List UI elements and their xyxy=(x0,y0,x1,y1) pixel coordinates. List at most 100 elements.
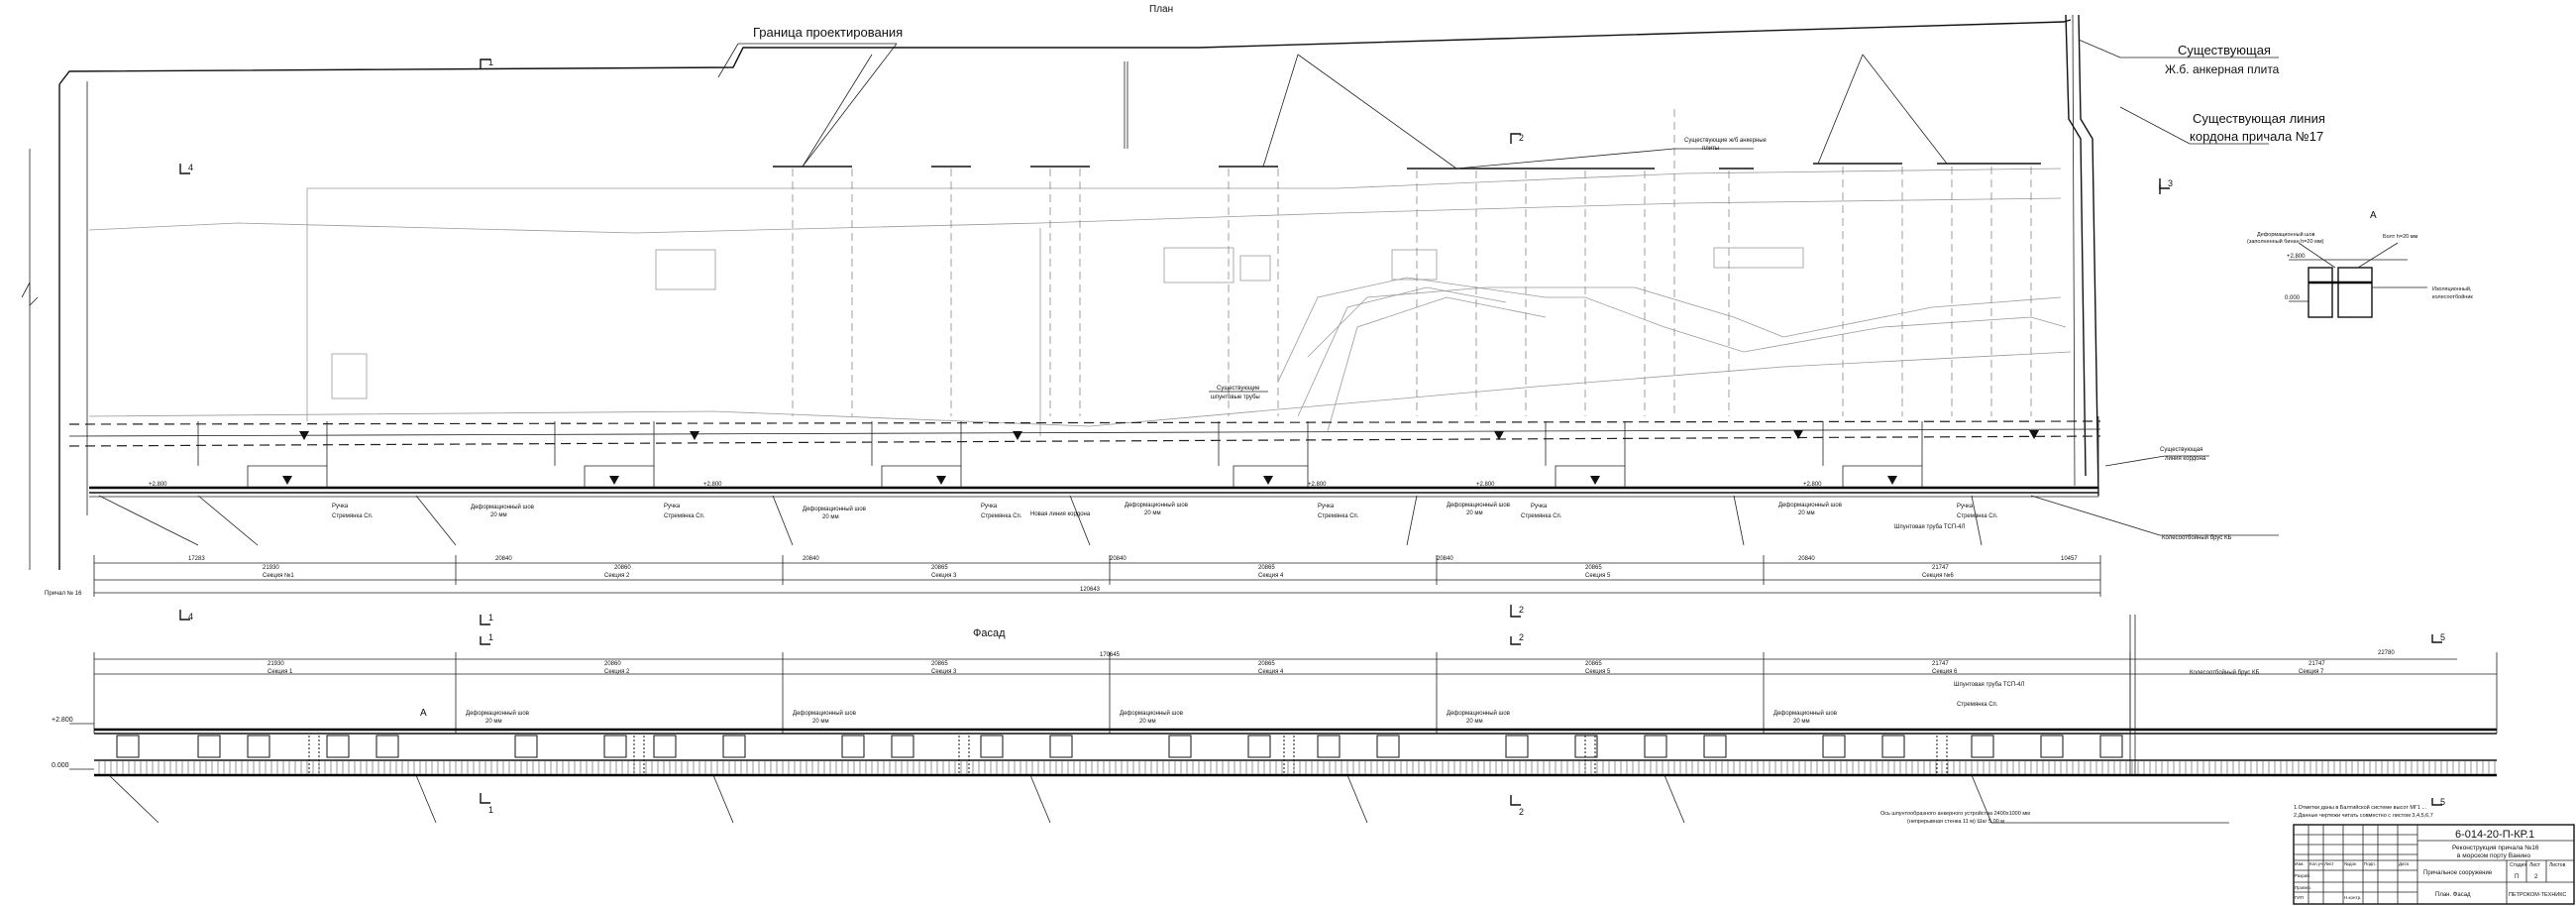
plan-section-2: Секция 2 xyxy=(604,573,630,579)
stamp-row-5: Дата xyxy=(2399,861,2409,866)
facade-structure xyxy=(69,615,2497,824)
fender-block xyxy=(891,735,914,758)
facade-fenders xyxy=(116,735,2123,758)
stamp-role-3: Н.контр. xyxy=(2344,895,2361,900)
plan-dim-21930: 21930 xyxy=(263,565,279,571)
stamp-role-2: ГИП xyxy=(2295,895,2304,900)
callout-existing-anchor-1: Существующая xyxy=(2178,43,2271,57)
fender-block xyxy=(2040,735,2064,758)
fender-block xyxy=(653,735,677,758)
cut-mark-2-facade: 2 xyxy=(1519,632,1524,642)
plan-section-4: Секция 4 xyxy=(1258,573,1284,579)
plan-dim-20840-d: 20840 xyxy=(1437,556,1453,562)
bollard-icons xyxy=(282,430,2039,485)
facade-section-6: Секция 6 xyxy=(1932,669,1958,675)
facade-dim-22780: 22780 xyxy=(2378,650,2395,656)
joint-label-plan-4: Деформационный шов xyxy=(1447,502,1510,509)
ladder-label-2: Стремянка Сп. xyxy=(664,513,705,519)
plan-section-3: Секция 3 xyxy=(931,573,957,579)
fender-block xyxy=(197,735,221,758)
fender-block xyxy=(1822,735,1846,758)
fixing-label-1: Ручка xyxy=(332,504,349,510)
facade-section-7: Секция 7 xyxy=(2299,669,2324,675)
callout-fender-facade: Колесоотбойный брус КБ xyxy=(2190,669,2259,676)
stamp-stage-label: Стадия xyxy=(2510,862,2526,868)
cut-mark-5-bottom: 5 xyxy=(2440,797,2445,807)
bollard-icon xyxy=(690,431,699,440)
bollard-icon xyxy=(1013,431,1022,440)
fixing-label-5: Ручка xyxy=(1531,504,1548,510)
ladder-label-3: Стремянка Сп. xyxy=(981,513,1022,519)
stamp-sheet-label: Лист xyxy=(2529,862,2541,868)
general-note-1: 1.Отметки даны в Балтийской системе высо… xyxy=(2294,804,2427,811)
cut-mark-1-mid: 1 xyxy=(488,613,493,623)
callout-new-cordon: Новая линия кордона xyxy=(1030,511,1091,517)
stamp-section-title: Причальное сооружение xyxy=(2423,870,2493,876)
design-boundary-outline xyxy=(21,14,2099,570)
fender-block xyxy=(1376,735,1400,758)
level-top-plan-1: +2.800 xyxy=(149,482,167,488)
fender-block xyxy=(603,735,627,758)
joint-label-facade-2: Деформационный шов xyxy=(793,710,856,717)
joint-label-facade-5: Деформационный шов xyxy=(1773,710,1837,717)
detail-a xyxy=(2289,242,2427,318)
title-block xyxy=(2293,824,2575,905)
bollard-icon xyxy=(1793,430,1803,439)
plan-leaders xyxy=(717,39,2279,467)
fender-block xyxy=(1881,735,1905,758)
detail-bolt: Болт h=20 мм xyxy=(2383,234,2418,240)
cut-mark-1-top: 1 xyxy=(488,57,493,67)
stamp-row-3: №док xyxy=(2344,861,2356,866)
facade-section-1: Секция 1 xyxy=(268,669,293,675)
stamp-code: 6-014-20-П-КР.1 xyxy=(2455,829,2534,841)
cut-mark-3: 3 xyxy=(2168,178,2173,188)
plan-section-5: Секция 5 xyxy=(1585,573,1611,579)
pile-hatch xyxy=(98,761,2496,774)
fender-block xyxy=(514,735,538,758)
stamp-project-1: Реконструкция причала №16 xyxy=(2452,845,2539,851)
facade-note-1: Ось шпунтообразного анкерного устройства… xyxy=(1880,810,2030,817)
joint-width-plan-4: 20 мм xyxy=(1466,510,1483,516)
joint-width-facade-1: 20 мм xyxy=(485,719,502,725)
fixing-label-6: Ручка xyxy=(1957,504,1974,510)
bollard-icon xyxy=(1494,431,1504,440)
plan-dim-20840-c: 20840 xyxy=(1110,556,1127,562)
detail-a-title: А xyxy=(2370,210,2377,221)
facade-section-4: Секция 4 xyxy=(1258,669,1284,675)
cut-mark-2-mid: 2 xyxy=(1519,605,1524,615)
joint-label-facade-4: Деформационный шов xyxy=(1447,710,1510,717)
cut-mark-4-top: 4 xyxy=(188,163,193,172)
callout-existing-cordon-1: Существующая xyxy=(2160,447,2202,453)
plan-dim-20860-a: 20860 xyxy=(614,565,631,571)
joint-width-facade-4: 20 мм xyxy=(1466,719,1483,725)
ladder-label-6: Стремянка Сп. xyxy=(1957,513,1998,519)
bollard-icon xyxy=(609,476,619,485)
fender-block xyxy=(722,735,746,758)
callout-existing-cordon-2: линия кордона xyxy=(2165,456,2206,462)
joint-label-plan-5: Деформационный шов xyxy=(1778,502,1842,509)
bollard-icon xyxy=(1263,476,1273,485)
stamp-row-2: Лист xyxy=(2324,861,2334,866)
cut-mark-2-bottom: 2 xyxy=(1519,807,1524,817)
joint-width-facade-5: 20 мм xyxy=(1793,719,1810,725)
fender-block xyxy=(1644,735,1667,758)
joint-label-plan-2: Деформационный шов xyxy=(803,506,866,512)
stamp-row-4: Подп. xyxy=(2364,861,2376,866)
plan-dim-10457: 10457 xyxy=(2061,556,2078,562)
plan-section-6: Секция №6 xyxy=(1922,572,1954,579)
cut-mark-4-bottom: 4 xyxy=(188,612,193,622)
joint-label-plan-1: Деформационный шов xyxy=(471,504,534,510)
callout-anchor-plates-1: Существующие ж/б анкерные xyxy=(1684,138,1768,144)
detail-insulation-1: Изоляционный, xyxy=(2432,285,2472,292)
plan-section-1: Секция №1 xyxy=(263,572,294,579)
level-top-plan-4: +2.800 xyxy=(1476,482,1495,488)
plan-interior xyxy=(88,61,2072,436)
cut-mark-1-bottom: 1 xyxy=(488,805,493,815)
joint-width-plan-5: 20 мм xyxy=(1798,510,1815,516)
fixing-label-3: Ручка xyxy=(981,504,998,510)
level-top-plan-5: +2.800 xyxy=(1803,482,1822,488)
stamp-row-0: Изм. xyxy=(2295,861,2305,866)
plan-dim-total: 120643 xyxy=(1080,587,1101,593)
fender-block xyxy=(2099,735,2123,758)
callout-ladder-facade: Стремянка Сп. xyxy=(1957,702,1998,708)
